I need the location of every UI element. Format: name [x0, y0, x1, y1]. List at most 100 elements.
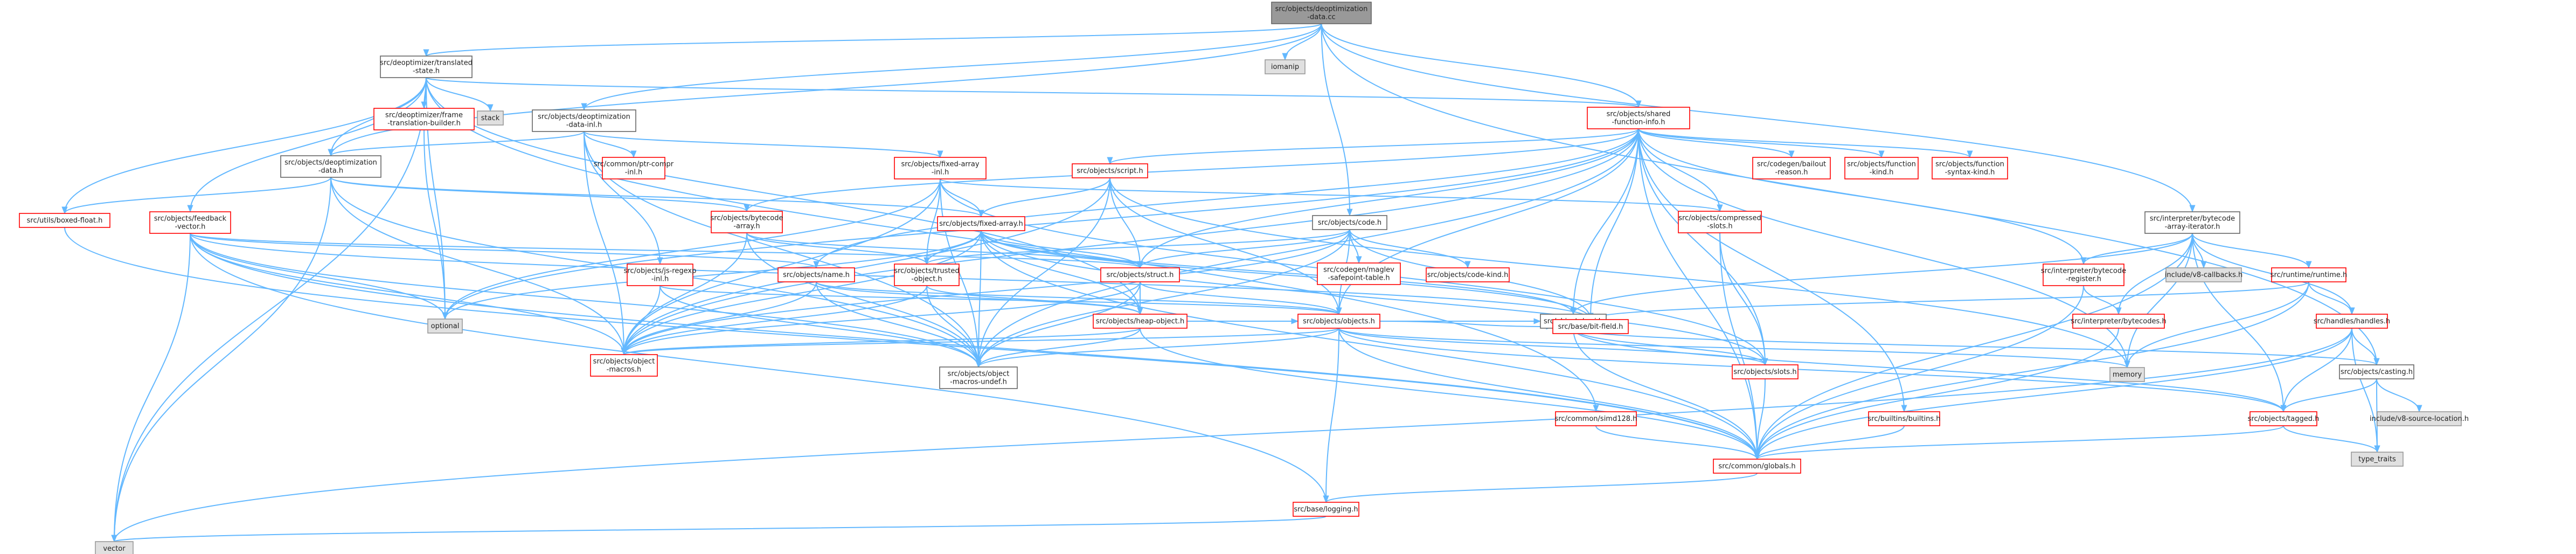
file-node-bytecodes[interactable]: src/interpreter/bytecodes.h [2071, 314, 2167, 329]
edge-casting-to-tagged [2280, 378, 2377, 413]
edge-heapobj-to-undef [975, 328, 1141, 368]
file-node-oshared[interactable]: src/objects/shared-function-info.h [1587, 107, 1690, 129]
edge-iter-to-runtime [2192, 233, 2312, 269]
edge-oshared-to-name [813, 128, 1639, 269]
edge-register-to-globals [1754, 285, 2084, 460]
file-node-framebuilder[interactable]: src/deoptimizer/frame-translation-builde… [373, 108, 475, 130]
node-box [1752, 157, 1831, 179]
file-node-globals[interactable]: src/common/globals.h [1713, 459, 1801, 474]
node-label: -vector.h [175, 223, 206, 231]
node-box [2043, 264, 2124, 286]
file-node-builtins[interactable]: src/builtins/builtins.h [1868, 411, 1941, 426]
node-box [2316, 314, 2388, 329]
file-node-name[interactable]: src/objects/name.h [777, 267, 855, 282]
edge-name-to-undef [816, 281, 982, 368]
node-label: -slots.h [1707, 223, 1732, 231]
edge-oshared-to-fkind [1638, 128, 1885, 158]
file-node-macros[interactable]: src/objects/object-macros.h [590, 354, 658, 377]
node-box [1932, 157, 2008, 179]
node-label: src/utils/boxed-float.h [27, 217, 103, 225]
file-node-undef[interactable]: src/objects/object-macros-undef.h [939, 366, 1018, 389]
edge-root-to-oshared [1321, 23, 1642, 108]
edge-oshared-to-fsyntax [1638, 128, 1973, 158]
node-label: src/objects/feedback [154, 215, 227, 223]
node-box [1271, 2, 1372, 24]
file-node-root[interactable]: src/objects/deoptimization-data.cc [1271, 2, 1372, 24]
file-node-struct[interactable]: src/objects/struct.h [1100, 267, 1180, 282]
file-node-slots[interactable]: src/objects/slots.h [1732, 364, 1799, 379]
edge-fixed-to-globals [981, 230, 1760, 460]
file-node-compressed[interactable]: src/objects/compressed-slots.h [1678, 211, 1762, 233]
file-node-register[interactable]: src/interpreter/bytecode-register.h [2041, 264, 2126, 286]
file-node-ddatainl[interactable]: src/objects/deoptimization-data-inl.h [532, 109, 636, 132]
file-node-iter[interactable]: src/interpreter/bytecode-array-iterator.… [2144, 211, 2240, 234]
file-node-memory: memory [2109, 367, 2145, 382]
file-node-bitfield[interactable]: src/base/bit-field.h [1552, 319, 1629, 334]
file-node-fkind[interactable]: src/objects/function-kind.h [1844, 157, 1919, 179]
node-label: src/objects/tagged.h [2248, 415, 2320, 423]
file-node-fixedinl[interactable]: src/objects/fixed-array-inl.h [894, 157, 987, 179]
file-node-runtime[interactable]: src/runtime/runtime.h [2271, 267, 2348, 282]
file-node-bailout[interactable]: src/codegen/bailout-reason.h [1752, 157, 1831, 179]
file-node-regexp[interactable]: src/objects/js-regexp-inl.h [624, 264, 697, 286]
edge-translated-to-stack [426, 77, 494, 112]
file-node-maglev[interactable]: src/codegen/maglev-safepoint-table.h [1317, 262, 1401, 285]
file-node-fsyntax[interactable]: src/objects/function-syntax-kind.h [1932, 157, 2008, 179]
node-box [477, 110, 504, 126]
edge-fixed-to-macros [621, 230, 982, 356]
node-box [380, 56, 473, 78]
edge-feedback-to-logging [190, 233, 1329, 503]
edge-fixedinl-to-compressed [940, 178, 1723, 212]
edge-oshared-to-globals [1638, 128, 1760, 460]
edge-translated-to-boxedfloat [61, 77, 427, 214]
edge-ocode-to-codekind [1349, 229, 1471, 269]
edge-objects-to-undef [975, 328, 1339, 368]
file-node-optional: optional [427, 318, 463, 334]
node-label: src/objects/object [593, 358, 655, 366]
file-node-handles[interactable]: src/handles/handles.h [2314, 314, 2390, 329]
node-label: src/interpreter/bytecodes.h [2071, 317, 2166, 326]
file-node-feedback[interactable]: src/objects/feedback-vector.h [149, 211, 231, 234]
file-node-script[interactable]: src/objects/script.h [1072, 163, 1148, 178]
edge-name-to-objects [816, 281, 1342, 315]
file-node-ddata[interactable]: src/objects/deoptimization-data.h [280, 155, 381, 178]
edge-objects-to-globals [1338, 328, 1760, 460]
edge-feedback-to-optional [190, 233, 448, 320]
edge-fixed-to-undef [975, 230, 982, 368]
file-node-trusted[interactable]: src/objects/trusted-object.h [894, 264, 960, 286]
node-box [1293, 502, 1359, 517]
edge-root-to-ocode [1321, 23, 1353, 217]
node-label: src/objects/script.h [1077, 167, 1143, 175]
file-node-fixed[interactable]: src/objects/fixed-array.h [937, 216, 1025, 231]
node-label: src/codegen/bailout [1757, 161, 1826, 169]
file-node-simd[interactable]: src/common/simd128.h [1555, 411, 1637, 426]
node-label: stack [481, 114, 500, 122]
file-node-casting[interactable]: src/objects/casting.h [2339, 364, 2414, 379]
node-label: src/objects/function [1935, 161, 2004, 169]
file-node-codekind[interactable]: src/objects/code-kind.h [1426, 267, 1510, 282]
edge-struct-to-macros [621, 281, 1141, 356]
node-label: -state.h [413, 67, 440, 75]
file-node-ocode[interactable]: src/objects/code.h [1312, 215, 1387, 230]
file-node-tagged[interactable]: src/objects/tagged.h [2248, 411, 2320, 426]
edge-oshared-to-bitfield [1587, 128, 1639, 321]
node-label: -array-iterator.h [2165, 223, 2220, 231]
file-node-translated[interactable]: src/deoptimizer/translated-state.h [380, 56, 473, 78]
file-node-objects[interactable]: src/objects/objects.h [1297, 314, 1380, 329]
file-node-boxedfloat[interactable]: src/utils/boxed-float.h [19, 213, 110, 228]
edge-handles-to-tagged [2280, 328, 2352, 413]
node-box [2144, 211, 2240, 234]
file-node-logging[interactable]: src/base/logging.h [1293, 502, 1359, 517]
node-label: type_traits [2358, 455, 2396, 463]
file-node-ptrcompr[interactable]: src/common/ptr-compr-inl.h [594, 157, 674, 179]
file-node-heapobj[interactable]: src/objects/heap-object.h [1093, 314, 1188, 329]
edge-script-to-macros [621, 177, 1110, 356]
edge-oshared-to-optional [442, 128, 1639, 320]
file-node-bytecode[interactable]: src/objects/bytecode-array.h [711, 211, 783, 233]
node-label: src/objects/code.h [1318, 219, 1381, 227]
edge-ocode-to-struct [1137, 229, 1350, 269]
edge-name-to-macros [621, 281, 817, 356]
edge-runtime-to-memory [2124, 281, 2309, 369]
edge-register-to-bytecodes [2083, 285, 2122, 315]
